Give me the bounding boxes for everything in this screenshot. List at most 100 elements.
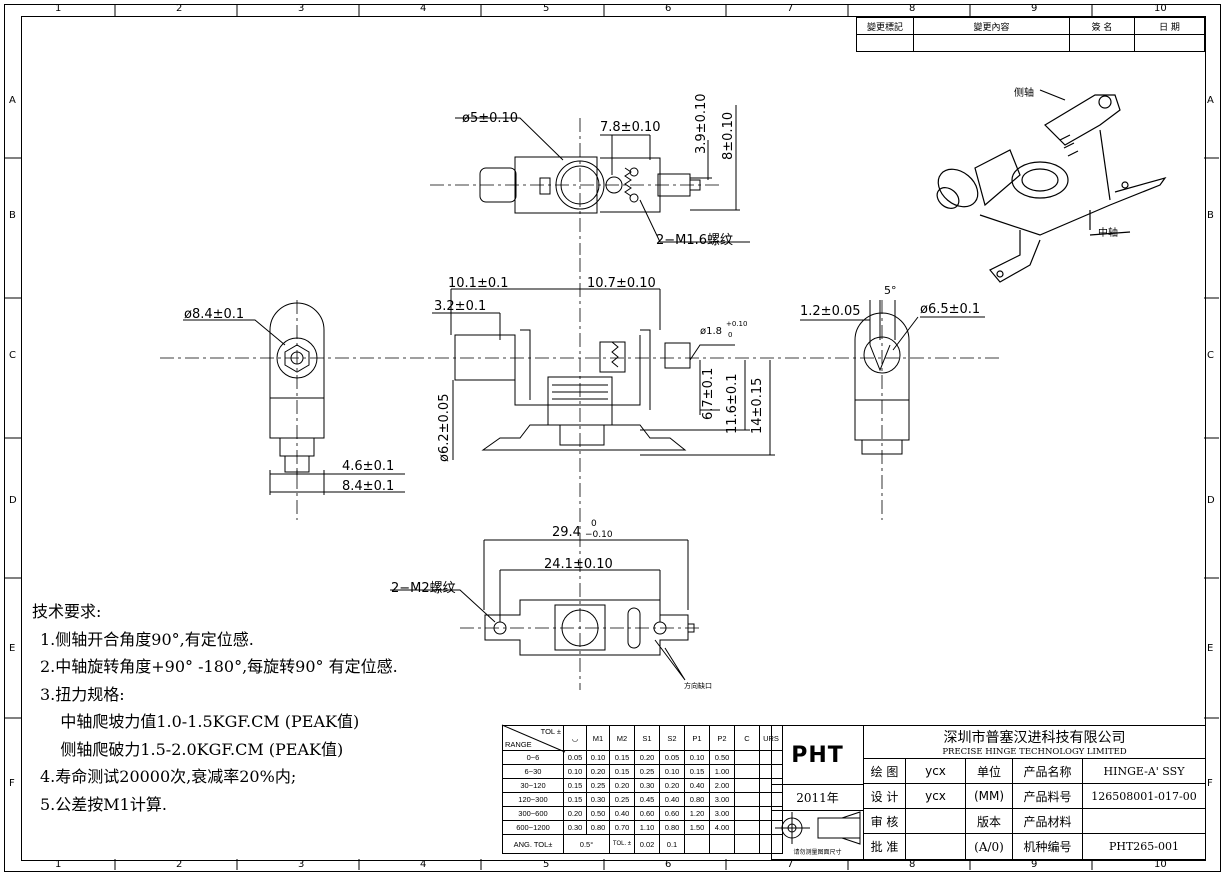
tol-cell: 1.00 (709, 764, 735, 779)
tol-cell: 0.50 (709, 750, 735, 765)
tol-cell: 30~120 (502, 778, 564, 793)
grid-row-label: A (9, 95, 16, 106)
approve-value (906, 834, 966, 859)
tol-cell: 0.20 (659, 778, 685, 793)
rev-cell (1134, 34, 1205, 52)
tol-cell: 2.00 (709, 778, 735, 793)
material-value (1083, 809, 1205, 834)
tol-cell: 0.10 (684, 750, 710, 765)
unit-value: (MM) (966, 784, 1013, 809)
tol-cell: 0.30 (586, 792, 610, 807)
grid-col-label: 9 (1031, 3, 1038, 14)
dim-label: ø5±0.10 (462, 111, 519, 126)
callout-label: 方向缺口 (684, 682, 712, 690)
title-block: PHT 深圳市普塞汉进科技有限公司 PRECISE HINGE TECHNOLO… (771, 725, 1206, 860)
dim-label: 5° (884, 284, 897, 297)
tol-cell: 0.30 (634, 778, 660, 793)
product-no-label: 产品料号 (1013, 784, 1083, 809)
tol-cell (734, 806, 760, 821)
tol-ang-value: 0.5° (563, 834, 610, 854)
tol-cell: 0.40 (684, 778, 710, 793)
dim-tolerance-lower: −0.10 (585, 530, 613, 540)
tol-cell: 0.05 (563, 750, 587, 765)
callout-label: 中轴 (1098, 228, 1118, 239)
tol-cell (734, 764, 760, 779)
tol-cell: 0.50 (586, 806, 610, 821)
tol-cell: 0.80 (659, 820, 685, 835)
grid-col-label: 10 (1154, 3, 1167, 14)
dim-label: ø8.4±0.1 (184, 307, 245, 322)
grid-row-label: E (9, 643, 16, 654)
grid-col-label: 1 (55, 3, 62, 14)
grid-col-label: 3 (298, 3, 305, 14)
tol-corner-bottom: RANGE (505, 740, 532, 749)
grid-col-label: 6 (665, 859, 672, 870)
tol-header: ◡ (563, 725, 587, 751)
dim-label: 10.1±0.1 (448, 276, 509, 291)
grid-row-label: B (9, 210, 16, 221)
grid-col-label: 1 (55, 859, 62, 870)
tol-ang-row: ANG. TOL± 0.5° TOL. ± 0.02 0.1 (502, 834, 783, 854)
tol-cell: 0.25 (609, 792, 635, 807)
tol-cell: 1.50 (684, 820, 710, 835)
tol-cell (709, 834, 735, 854)
approve-label: 批 准 (864, 834, 906, 859)
revision-table: 變更標記 變更內容 簽 名 日 期 (856, 17, 1205, 52)
tol-cell: 0.25 (634, 764, 660, 779)
rev-sign-header: 簽 名 (1069, 17, 1135, 35)
tol-cell (734, 792, 760, 807)
dim-label: 6.7±0.1 (701, 367, 716, 420)
company-logo: PHT (791, 742, 844, 768)
tol-cell: 6~30 (502, 764, 564, 779)
dim-tolerance-upper: +0.10 (726, 320, 748, 328)
note-item: 2.中轴旋转角度+90° -180°,每旋转90° 有定位感. (40, 657, 398, 676)
grid-col-label: 4 (420, 859, 427, 870)
company-name-en: PRECISE HINGE TECHNOLOGY LIMITED (942, 747, 1127, 757)
tol-cell (734, 750, 760, 765)
company-name-cn: 深圳市普塞汉进科技有限公司 (943, 730, 1126, 746)
dim-label: 10.7±0.10 (587, 276, 656, 291)
rev-mark-header: 變更標記 (856, 17, 914, 35)
model-no-label: 机种编号 (1013, 834, 1083, 859)
note-item: 5.公差按M1计算. (40, 794, 167, 814)
drawing-year: 2011年 (796, 791, 839, 805)
dim-label: ø1.8 (700, 326, 723, 337)
note-item: 1.侧轴开合角度90°,有定位感. (40, 629, 254, 649)
dim-label: 2−M1.6螺纹 (656, 233, 734, 248)
design-value: ycx (906, 784, 966, 809)
tol-header: M1 (586, 725, 610, 751)
tol-cell: 600~1200 (502, 820, 564, 835)
grid-row-label: D (9, 495, 17, 506)
dim-label: 11.6±0.1 (725, 373, 740, 434)
rev-cell (913, 34, 1070, 52)
tol-cell: 0.20 (586, 764, 610, 779)
tol-header: P2 (709, 725, 735, 751)
rev-content-header: 變更內容 (913, 17, 1070, 35)
tol-cell: 0.80 (684, 792, 710, 807)
grid-col-label: 9 (1031, 859, 1038, 870)
tol-cell: 1.20 (684, 806, 710, 821)
tol-cell: 0.20 (634, 750, 660, 765)
grid-col-label: 2 (176, 859, 183, 870)
model-no-value: PHT265-001 (1108, 840, 1180, 853)
grid-col-label: 5 (543, 859, 550, 870)
notes-heading: 技术要求: (32, 602, 102, 621)
grid-col-label: 2 (176, 3, 183, 14)
rev-cell (1069, 34, 1135, 52)
note-item: 3.扭力规格: (40, 684, 125, 704)
check-value (906, 809, 966, 834)
tol-header: S1 (634, 725, 660, 751)
grid-col-label: 6 (665, 3, 672, 14)
tol-cell: 0.10 (659, 764, 685, 779)
grid-col-label: 4 (420, 3, 427, 14)
note-item: 中轴爬坡力值1.0-1.5KGF.CM (PEAK值) (40, 712, 360, 731)
tol-cell: 0.40 (609, 806, 635, 821)
check-label: 审 核 (864, 809, 906, 834)
product-name-value: HINGE-A' SSY (1083, 759, 1205, 784)
tol-cell: 0.15 (609, 764, 635, 779)
dim-label: 24.1±0.10 (544, 557, 613, 572)
unit-label: 单位 (966, 759, 1013, 784)
